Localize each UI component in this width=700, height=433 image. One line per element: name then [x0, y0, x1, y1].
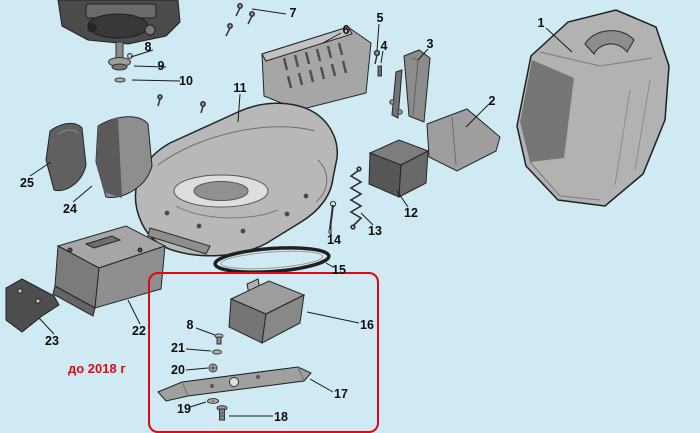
blade-bolt [207, 398, 228, 421]
top-screws [157, 3, 382, 114]
annotation-pre-2018: до 2018 г [68, 361, 126, 376]
rear-box [368, 139, 430, 198]
side-panel-large [95, 116, 153, 198]
rear-flap [426, 108, 501, 172]
spring [349, 166, 363, 230]
rear-grille [261, 26, 372, 111]
leader-lines [29, 8, 573, 417]
grass-catcher [516, 9, 670, 207]
rear-bracket [389, 49, 431, 123]
front-bracket [5, 278, 60, 333]
highlight-box-pre-2018 [148, 272, 379, 433]
blade-fasteners [208, 333, 224, 373]
front-housing [52, 225, 167, 317]
rod-hook [328, 200, 337, 236]
drive-belt [213, 246, 331, 274]
blade-support [228, 278, 306, 344]
blade [157, 366, 312, 402]
side-panel-small [45, 123, 87, 192]
engine-assembly [57, 0, 181, 83]
mower-deck [134, 102, 339, 257]
